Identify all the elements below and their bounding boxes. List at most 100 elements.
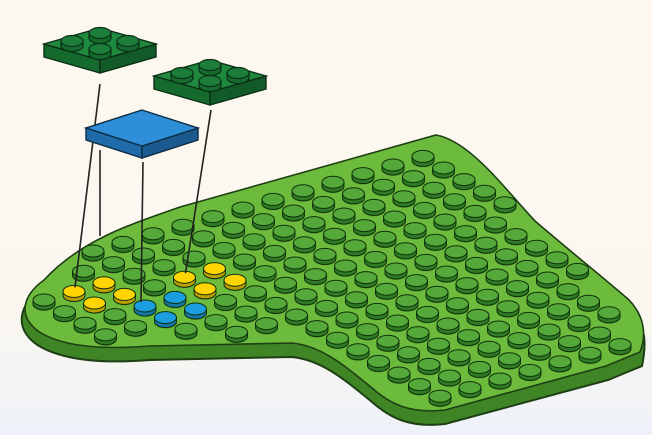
stud <box>486 269 509 286</box>
stud <box>434 214 457 231</box>
stud <box>243 234 266 251</box>
stud <box>443 194 466 211</box>
stud <box>265 297 288 314</box>
stud <box>192 231 215 248</box>
stud <box>394 243 417 260</box>
stud <box>124 320 147 337</box>
stud <box>93 277 116 294</box>
stud <box>356 324 379 341</box>
stud <box>353 220 376 237</box>
stud <box>386 315 409 332</box>
stud <box>347 344 370 361</box>
stud <box>538 324 561 341</box>
stud <box>506 281 529 298</box>
stud <box>326 332 349 349</box>
stud <box>363 199 386 216</box>
stud <box>558 336 581 353</box>
stud <box>568 315 591 332</box>
stud <box>173 271 196 288</box>
stud <box>194 283 217 300</box>
stud <box>464 205 487 222</box>
stud <box>454 226 477 243</box>
stud <box>213 242 236 259</box>
stud <box>143 280 166 297</box>
stud <box>385 263 408 280</box>
stud <box>175 323 198 340</box>
stud <box>113 288 136 305</box>
stud <box>402 171 425 188</box>
plate-stud <box>171 68 193 84</box>
stud <box>418 358 441 375</box>
stud <box>112 236 135 253</box>
stud <box>134 300 157 317</box>
stud <box>426 286 449 303</box>
stud <box>459 382 482 399</box>
stud <box>424 234 447 251</box>
stud <box>527 292 550 309</box>
stud <box>374 231 397 248</box>
stud <box>336 312 359 329</box>
stud <box>438 370 461 387</box>
stud <box>397 347 420 364</box>
stud <box>467 309 490 326</box>
stud <box>377 335 400 352</box>
stud <box>314 248 337 265</box>
stud <box>494 197 517 214</box>
stud <box>224 274 247 291</box>
stud <box>579 347 602 364</box>
stud <box>453 174 476 191</box>
stud <box>83 297 106 314</box>
stud <box>244 286 267 303</box>
stud <box>468 361 491 378</box>
stud <box>345 292 368 309</box>
stud <box>334 260 357 277</box>
stud <box>382 159 405 176</box>
stud <box>202 211 225 228</box>
stud <box>323 228 346 245</box>
stud <box>412 150 435 167</box>
stud <box>295 289 318 306</box>
stud <box>505 229 528 246</box>
stud <box>255 318 278 335</box>
stud <box>285 309 308 326</box>
stud <box>405 275 428 292</box>
stud <box>355 272 378 289</box>
stud <box>549 356 572 373</box>
plate-stud <box>61 36 83 52</box>
stud <box>303 217 326 234</box>
stud <box>372 179 395 196</box>
stud <box>557 284 580 301</box>
stud <box>164 291 187 308</box>
stud <box>413 202 436 219</box>
stud <box>475 237 498 254</box>
stud <box>306 321 329 338</box>
stud <box>396 295 419 312</box>
stud <box>495 249 518 266</box>
stud <box>588 327 611 344</box>
plate-stud <box>199 76 221 92</box>
stud <box>445 246 468 263</box>
stud <box>142 228 165 245</box>
stud <box>415 254 438 271</box>
stud <box>233 254 256 271</box>
stud <box>487 321 510 338</box>
stud <box>214 294 237 311</box>
stud <box>292 185 315 202</box>
stud <box>456 278 479 295</box>
plate-stud <box>117 36 139 52</box>
stud <box>404 223 427 240</box>
stud <box>427 338 450 355</box>
stud <box>203 263 226 280</box>
stud <box>519 364 542 381</box>
stud <box>536 272 559 289</box>
stud <box>393 191 416 208</box>
stud <box>282 205 305 222</box>
stud <box>609 339 632 356</box>
stud <box>254 266 277 283</box>
stud <box>325 280 348 297</box>
stud <box>74 317 97 334</box>
stud <box>274 277 297 294</box>
stud <box>423 182 446 199</box>
stud <box>304 269 327 286</box>
